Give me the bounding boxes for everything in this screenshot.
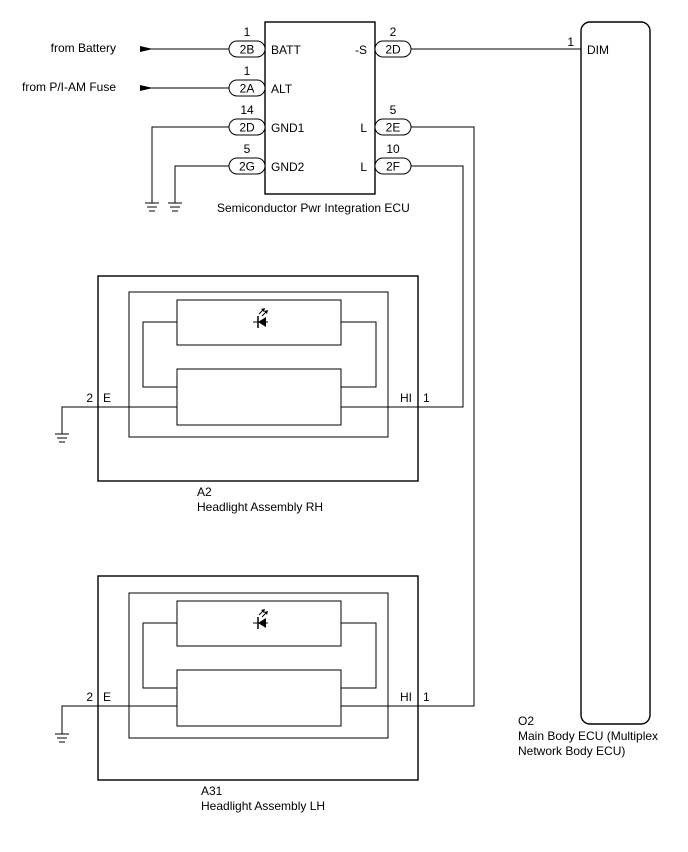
ground-icon <box>145 202 159 212</box>
pin-number: 10 <box>386 142 400 156</box>
pin-e-label: E <box>103 391 111 405</box>
headlight-lh-code: A31 <box>201 784 223 798</box>
pin-hi-label: HI <box>400 391 412 405</box>
pin-hi-number: 1 <box>423 391 430 405</box>
ground-icon <box>168 202 182 212</box>
pin-number: 14 <box>240 103 254 117</box>
pin-number: 2 <box>390 25 397 39</box>
dim-pin-number: 1 <box>567 35 574 49</box>
dim-pin-label: DIM <box>587 43 609 57</box>
pin-e-number: 2 <box>86 391 93 405</box>
pin-number: 5 <box>244 142 251 156</box>
arrow-icon <box>140 85 153 91</box>
headlight-lh-name: Headlight Assembly LH <box>201 799 325 813</box>
driver-module <box>176 368 342 426</box>
headlight-rh-outer <box>97 275 419 482</box>
pin-hi-label: HI <box>400 690 412 704</box>
connector-code: 2F <box>386 160 400 174</box>
source-battery: from Battery <box>51 41 116 55</box>
connector-code: 2D <box>385 43 401 57</box>
pin-batt: 1 2B BATT from Battery <box>51 25 301 58</box>
pin-label: GND1 <box>271 121 305 135</box>
ecu-name: Semiconductor Pwr Integration ECU <box>217 201 410 215</box>
pin-number: 1 <box>244 64 251 78</box>
pin-gnd1: 14 2D GND1 <box>145 103 305 212</box>
main-body-ecu-name-line2: Network Body ECU) <box>518 744 625 758</box>
pin-l-2f: 10 2F L <box>360 142 464 408</box>
led-icon <box>253 308 268 328</box>
main-body-ecu: 1 DIM O2 Main Body ECU (Multiplex Networ… <box>518 21 658 758</box>
headlight-rh-inner <box>128 291 389 438</box>
source-fuse: from P/I-AM Fuse <box>22 80 116 94</box>
pin-e-label: E <box>103 690 111 704</box>
pin-label: -S <box>355 43 367 57</box>
headlight-assembly-lh: 2 E HI 1 A31 Headlight Assembly LH <box>55 575 430 813</box>
pin-label: BATT <box>271 43 301 57</box>
pin-s: 2 2D -S <box>355 25 581 58</box>
semiconductor-pwr-integration-ecu: Semiconductor Pwr Integration ECU 1 2B B… <box>22 21 581 707</box>
driver-module <box>176 669 342 727</box>
pin-hi-number: 1 <box>423 690 430 704</box>
arrow-icon <box>140 46 153 52</box>
pin-label: L <box>360 160 367 174</box>
headlight-assembly-rh: 2 E HI 1 A2 Headlight Assembly RH <box>55 275 430 514</box>
connector-code: 2B <box>240 43 255 57</box>
headlight-rh-name: Headlight Assembly RH <box>197 500 323 514</box>
main-body-ecu-name-line1: Main Body ECU (Multiplex <box>518 729 658 743</box>
headlight-rh-code: A2 <box>197 485 212 499</box>
pin-number: 1 <box>244 25 251 39</box>
headlight-lh-inner <box>128 592 389 739</box>
ecu-body <box>264 21 376 195</box>
pin-gnd2: 5 2G GND2 <box>168 142 305 212</box>
pin-alt: 1 2A ALT from P/I-AM Fuse <box>22 64 293 97</box>
pin-e-number: 2 <box>86 690 93 704</box>
connector-code: 2D <box>239 121 255 135</box>
ground-icon <box>55 733 69 743</box>
main-body-ecu-code: O2 <box>518 714 534 728</box>
led-icon <box>253 609 268 629</box>
headlight-lh-outer <box>97 575 419 781</box>
connector-code: 2A <box>240 82 255 96</box>
connector-code: 2G <box>239 160 255 174</box>
ground-icon <box>55 433 69 443</box>
pin-label: L <box>360 121 367 135</box>
pin-number: 5 <box>390 103 397 117</box>
main-body-ecu-body <box>580 21 651 725</box>
pin-label: ALT <box>271 82 293 96</box>
connector-code: 2E <box>386 121 401 135</box>
pin-label: GND2 <box>271 160 305 174</box>
pin-l-2e: 5 2E L <box>360 103 475 707</box>
